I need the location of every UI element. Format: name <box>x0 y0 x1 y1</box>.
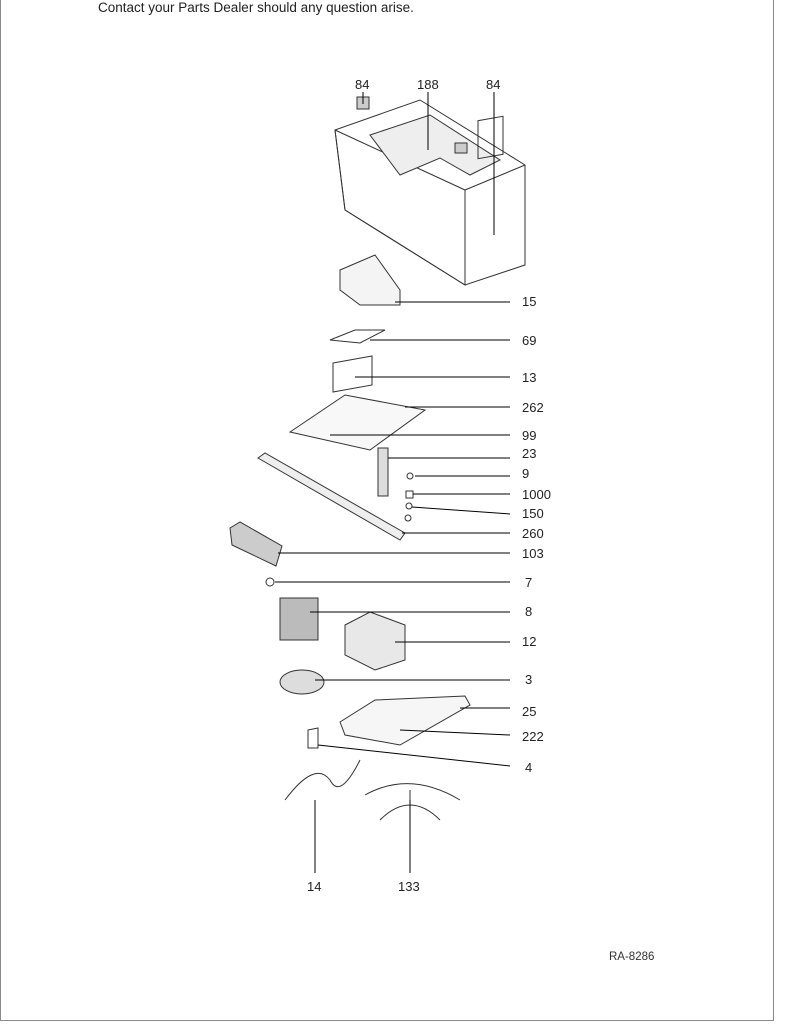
callout-15: 15 <box>522 294 537 309</box>
callout-133: 133 <box>398 879 420 894</box>
callout-9: 9 <box>522 466 530 481</box>
callout-8: 8 <box>525 604 533 619</box>
callout-14: 14 <box>307 879 322 894</box>
diagram-reference-code: RA-8286 <box>609 951 655 963</box>
callout-top-84-right: 84 <box>486 77 501 92</box>
callout-3: 3 <box>525 672 533 687</box>
callout-23: 23 <box>522 446 537 461</box>
plate-part <box>288 394 427 451</box>
callout-4: 4 <box>525 760 533 775</box>
callout-262: 262 <box>522 400 544 415</box>
grille-part <box>229 521 283 567</box>
duct-part <box>339 254 401 306</box>
capacitor-part <box>279 669 325 695</box>
leader-lines <box>275 92 511 873</box>
callout-top-188: 188 <box>417 77 439 92</box>
wire-harness-part <box>364 783 461 850</box>
callout-150: 150 <box>522 506 544 521</box>
sheet-part <box>329 329 386 344</box>
callout-7: 7 <box>525 575 533 590</box>
magnetron-part <box>279 597 319 641</box>
callout-69: 69 <box>522 333 537 348</box>
callout-12: 12 <box>522 634 537 649</box>
base-plate-part <box>339 695 471 746</box>
callout-13: 13 <box>522 370 537 385</box>
power-cord-part <box>284 759 361 801</box>
bracket-part <box>377 447 389 497</box>
callout-1000: 1000 <box>522 487 551 502</box>
callout-222: 222 <box>522 729 544 744</box>
part-4 <box>307 727 319 749</box>
callout-top-84-left: 84 <box>355 77 370 92</box>
transformer-part <box>344 611 406 671</box>
callout-103: 103 <box>522 546 544 561</box>
panel-part <box>332 355 373 393</box>
contact-note: Contact your Parts Dealer should any que… <box>98 0 414 15</box>
callout-99: 99 <box>522 428 537 443</box>
page-border <box>0 0 774 1021</box>
callout-260: 260 <box>522 526 544 541</box>
chassis-part <box>334 96 526 286</box>
part-7 <box>265 577 275 587</box>
callout-25: 25 <box>522 704 537 719</box>
